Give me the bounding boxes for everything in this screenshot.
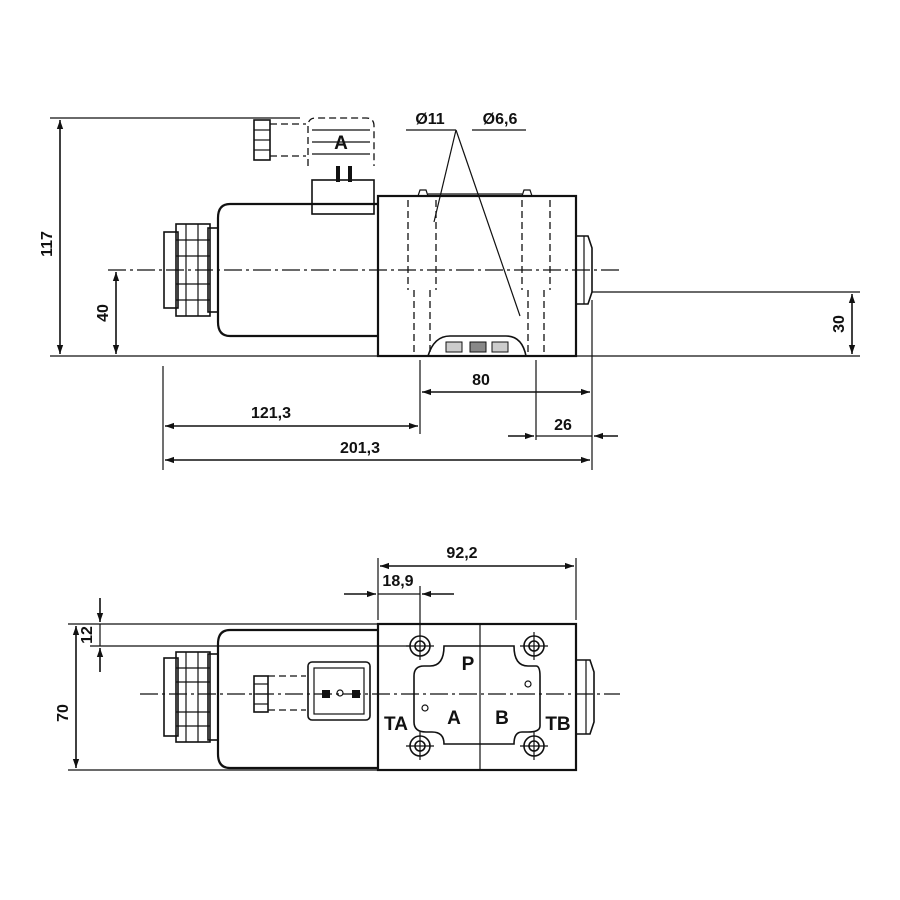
callout-hole-small: Ø6,6: [483, 111, 518, 128]
connector-block: [311, 179, 375, 215]
dim-edge-offset: 12: [79, 626, 96, 644]
dim-port-height: 30: [831, 315, 848, 333]
callout-hole-large: Ø11: [415, 111, 444, 128]
connector-plug: [307, 117, 375, 166]
port-label-b: B: [495, 708, 509, 729]
valve-body-top: [376, 622, 578, 772]
mounting-hole-bl: [406, 732, 434, 760]
dim-body-width: 80: [472, 372, 490, 389]
dim-offset: 26: [554, 417, 572, 434]
dim-height-total: 117: [39, 231, 56, 257]
end-plug: [576, 235, 593, 305]
port-pattern: [413, 645, 541, 745]
dim-body-length: 92,2: [446, 545, 477, 562]
mounting-hole-tr: [520, 632, 548, 660]
dim-width: 70: [55, 704, 72, 722]
knurled-nut-top: [175, 651, 211, 743]
mounting-hole-br: [520, 732, 548, 760]
port-seals: [427, 335, 527, 357]
side-view: A 117 40 30 80 121,3: [39, 111, 860, 470]
mounting-hole-tl: [406, 632, 434, 660]
connector-label: A: [334, 133, 348, 154]
connector-top: [307, 661, 371, 721]
dim-axis-height: 40: [95, 304, 112, 322]
port-label-tb: TB: [545, 714, 570, 735]
dim-hole-offset: 18,9: [382, 573, 413, 590]
port-label-a: A: [447, 708, 461, 729]
coil-housing-top: [216, 628, 378, 770]
top-view: P A B TA TB 92,2: [55, 545, 620, 772]
valve-body: [376, 194, 578, 358]
port-label-p: P: [462, 654, 475, 675]
port-label-ta: TA: [384, 714, 408, 735]
dim-overall-length: 201,3: [340, 440, 380, 457]
dim-solenoid-to-body: 121,3: [251, 405, 291, 422]
